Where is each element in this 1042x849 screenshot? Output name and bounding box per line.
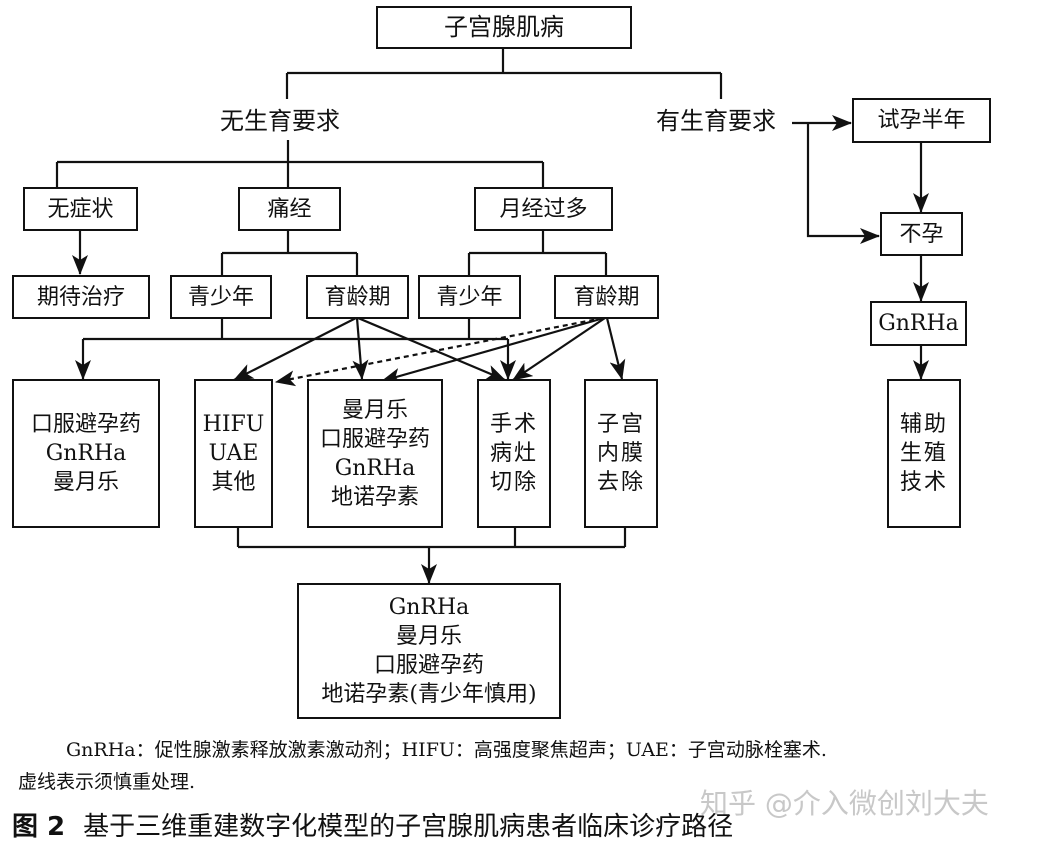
node-menorrhagia: 月经过多 bbox=[474, 187, 613, 231]
node-tx-followup: GnRHa 曼月乐 口服避孕药 地诺孕素(青少年慎用) bbox=[297, 583, 561, 719]
edge-dysrep-surgery bbox=[357, 316, 506, 382]
edge-menorrhagia-ages bbox=[467, 230, 608, 275]
node-root: 子宫腺肌病 bbox=[376, 6, 632, 49]
dashed-line-note: 虚线表示须慎重处理. bbox=[18, 771, 196, 793]
figure-caption: 图 2 基于三维重建数字化模型的子宫腺肌病患者临床诊疗路径 bbox=[12, 806, 733, 843]
edge-menrep-hifu-dashed bbox=[275, 316, 604, 387]
edge-nofertility-symptoms bbox=[55, 140, 545, 187]
node-dys-reproductive: 育龄期 bbox=[306, 275, 409, 319]
node-trial-pregnancy: 试孕半年 bbox=[852, 98, 991, 143]
figure-label: 图 2 bbox=[12, 812, 66, 842]
node-art: 辅助 生殖 技术 bbox=[887, 379, 961, 528]
flowchart-connectors bbox=[55, 48, 929, 584]
figure-notes: GnRHa：促性腺激素释放激素激动剂；HIFU：高强度聚焦超声；UAE：子宫动脉… bbox=[18, 734, 1038, 798]
node-tx-lng: 曼月乐 口服避孕药 GnRHa 地诺孕素 bbox=[307, 379, 443, 528]
edge-adolescent-bus bbox=[83, 318, 508, 341]
node-dys-adolescent: 青少年 bbox=[170, 275, 272, 319]
node-fertility: 有生育要求 bbox=[656, 107, 776, 135]
node-expectant: 期待治疗 bbox=[12, 275, 150, 319]
watermark: 知乎 @介入微创刘大夫 bbox=[700, 787, 989, 820]
edge-fertility-infertile bbox=[806, 123, 880, 244]
edge-root-branches bbox=[285, 48, 723, 99]
edge-menrep-surgery bbox=[512, 317, 606, 381]
node-tx-endometrial: 子宫 内膜 去除 bbox=[584, 379, 658, 528]
figure-title: 基于三维重建数字化模型的子宫腺肌病患者临床诊疗路径 bbox=[83, 812, 734, 842]
node-tx-oral: 口服避孕药 GnRHa 曼月乐 bbox=[12, 379, 160, 528]
node-men-reproductive: 育龄期 bbox=[554, 275, 659, 319]
edge-menrep-endometrial bbox=[605, 317, 626, 380]
node-asymptomatic: 无症状 bbox=[23, 187, 138, 231]
edge-menrep-lng bbox=[381, 316, 605, 384]
edge-treatments-bus bbox=[236, 527, 627, 549]
edge-dysrep-lng bbox=[352, 317, 369, 380]
abbreviation-note: GnRHa：促性腺激素释放激素激动剂；HIFU：高强度聚焦超声；UAE：子宫动脉… bbox=[66, 739, 827, 761]
node-no-fertility: 无生育要求 bbox=[220, 107, 340, 135]
edge-dysrep-hifu bbox=[233, 317, 357, 381]
node-tx-hifu: HIFU UAE 其他 bbox=[194, 379, 273, 528]
edge-dysmenorrhea-ages bbox=[220, 230, 359, 275]
node-tx-surgery: 手术 病灶 切除 bbox=[477, 379, 551, 528]
node-gnrha-fertility: GnRHa bbox=[870, 301, 967, 346]
node-men-adolescent: 青少年 bbox=[418, 275, 521, 319]
node-infertile: 不孕 bbox=[880, 212, 963, 256]
node-dysmenorrhea: 痛经 bbox=[238, 187, 341, 231]
